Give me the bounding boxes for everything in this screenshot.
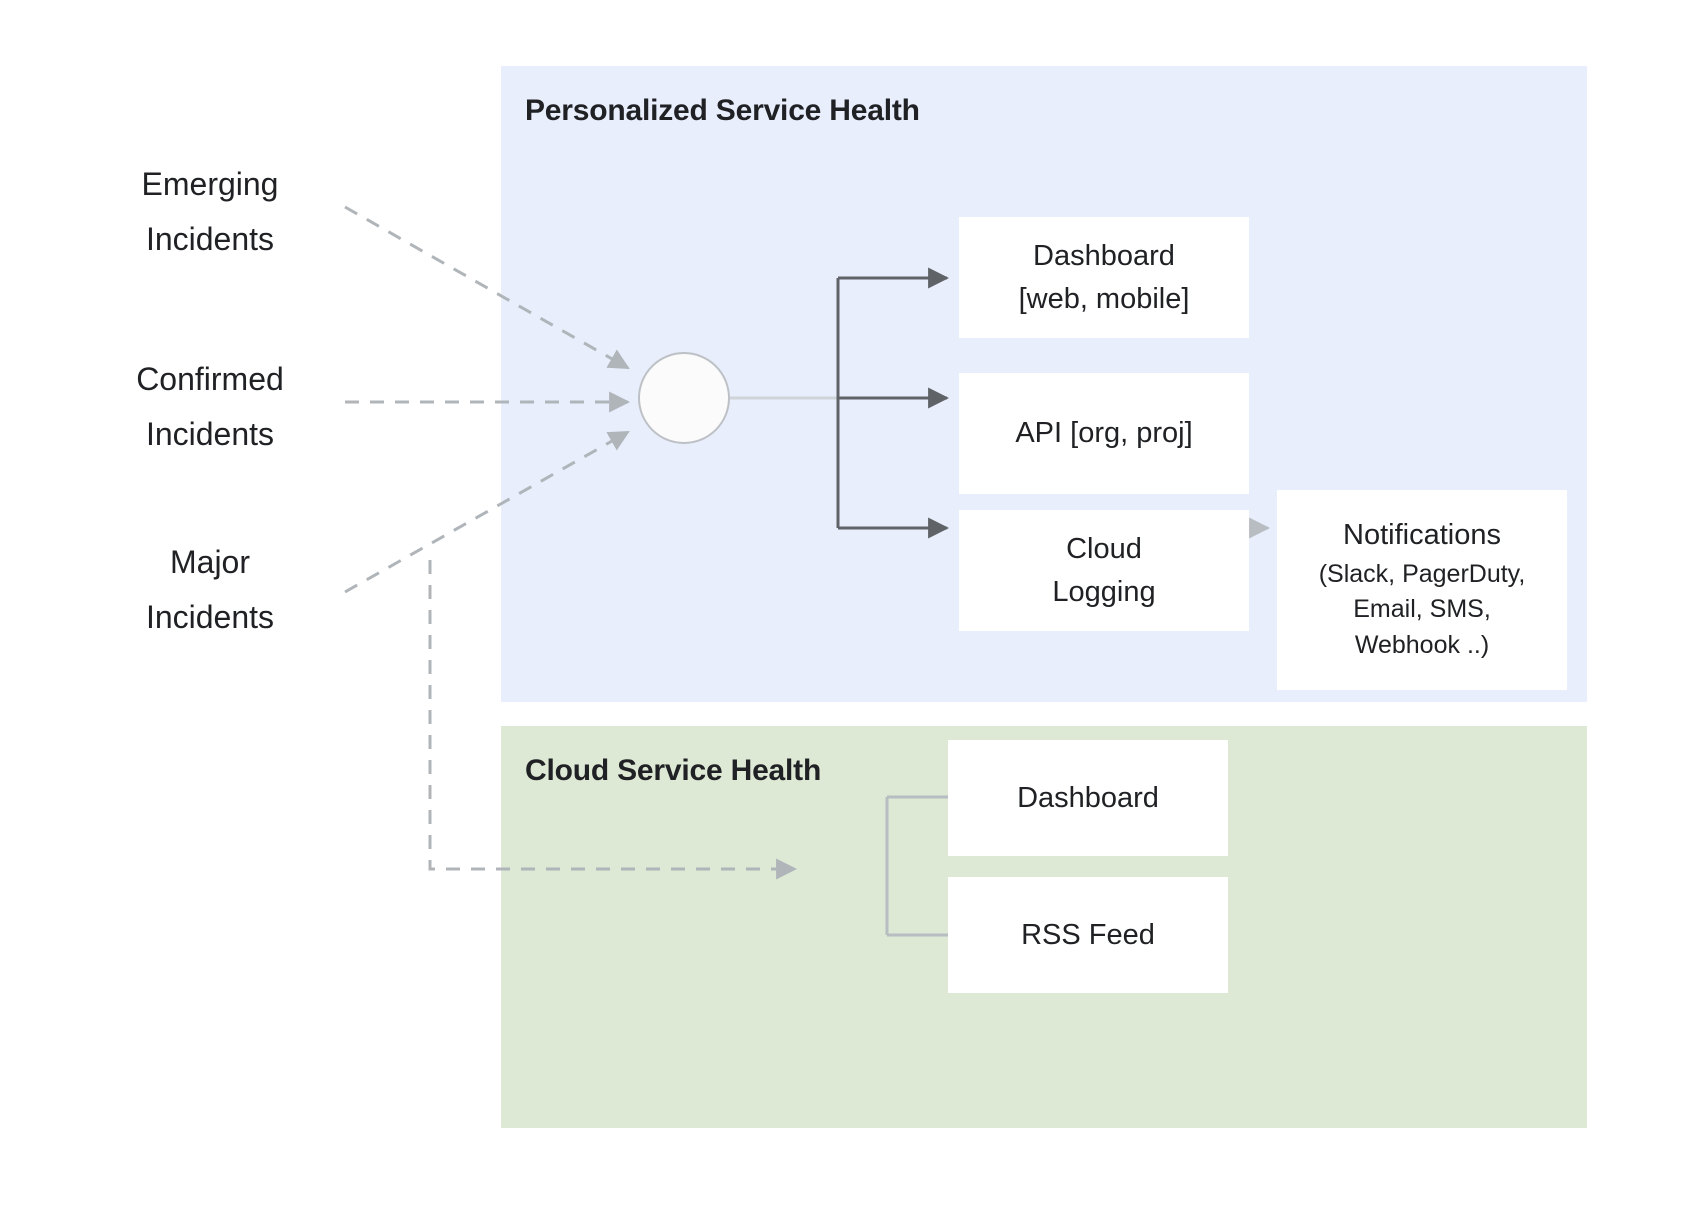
node-api-org-proj[interactable]: API [org, proj] (959, 373, 1249, 494)
node-csh-rss-feed[interactable]: RSS Feed (948, 877, 1228, 993)
node-csh-dashboard[interactable]: Dashboard (948, 740, 1228, 856)
notifications-title: Notifications (1343, 518, 1501, 551)
incident-aggregation-node (638, 352, 730, 444)
node-cloud-logging[interactable]: Cloud Logging (959, 510, 1249, 631)
notifications-channels: (Slack, PagerDuty, Email, SMS, Webhook .… (1318, 559, 1526, 659)
node-dashboard-web-mobile[interactable]: Dashboard [web, mobile] (959, 217, 1249, 338)
source-label-major-incidents: Major Incidents (145, 544, 275, 636)
node-notifications[interactable]: Notifications (Slack, PagerDuty, Email, … (1277, 490, 1567, 690)
panel-personalized-title: Personalized Service Health (525, 94, 920, 127)
source-label-emerging-incidents: Emerging Incidents (141, 166, 279, 258)
source-label-confirmed-incidents: Confirmed Incidents (136, 361, 284, 453)
panel-cloud-title: Cloud Service Health (525, 754, 822, 787)
